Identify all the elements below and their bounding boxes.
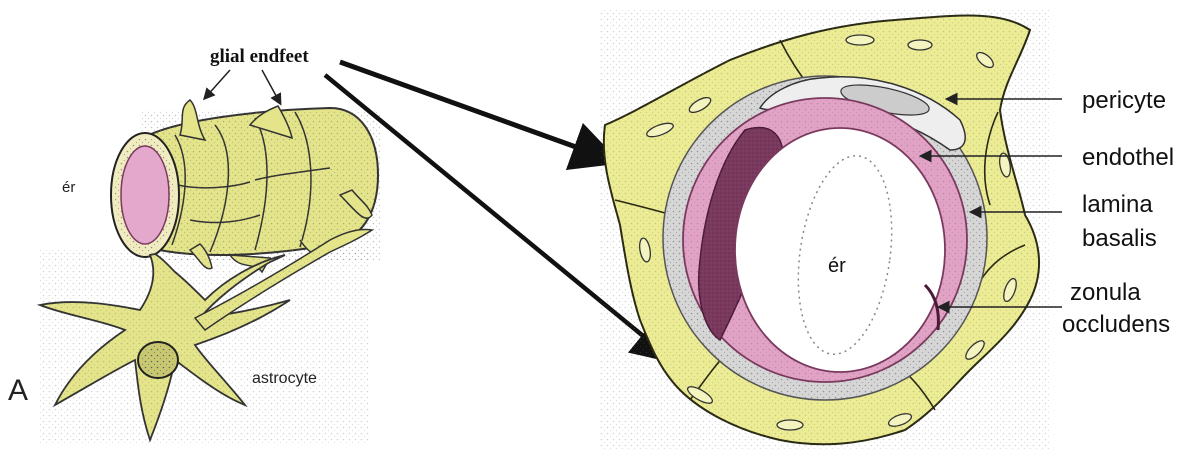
er-right-label: ér bbox=[828, 255, 846, 277]
vessel-cross-section bbox=[600, 10, 1050, 450]
vessel-lumen-cross bbox=[735, 128, 945, 372]
endothel-label: endothel bbox=[1082, 144, 1174, 171]
er-left-label: ér bbox=[62, 179, 75, 196]
astrocyte-illustration bbox=[40, 229, 372, 445]
zonula-occludens-label-line2: occludens bbox=[1062, 311, 1170, 338]
zonula-occludens-label-line1: zonula bbox=[1070, 279, 1141, 306]
panel-letter: A bbox=[8, 374, 28, 407]
pericyte-label: pericyte bbox=[1082, 87, 1166, 114]
astrocyte-label: astrocyte bbox=[252, 370, 317, 387]
endfeet-pointer-arrow-1 bbox=[205, 70, 230, 98]
connector-arrow-upper bbox=[340, 62, 612, 160]
endfeet-pointer-arrow-2 bbox=[262, 70, 280, 103]
lamina-basalis-label-line2: basalis bbox=[1082, 225, 1157, 252]
glial-endfeet-label: glial endfeet bbox=[210, 46, 309, 67]
lamina-basalis-label-line1: lamina bbox=[1082, 191, 1153, 218]
vessel-lumen bbox=[121, 146, 169, 244]
